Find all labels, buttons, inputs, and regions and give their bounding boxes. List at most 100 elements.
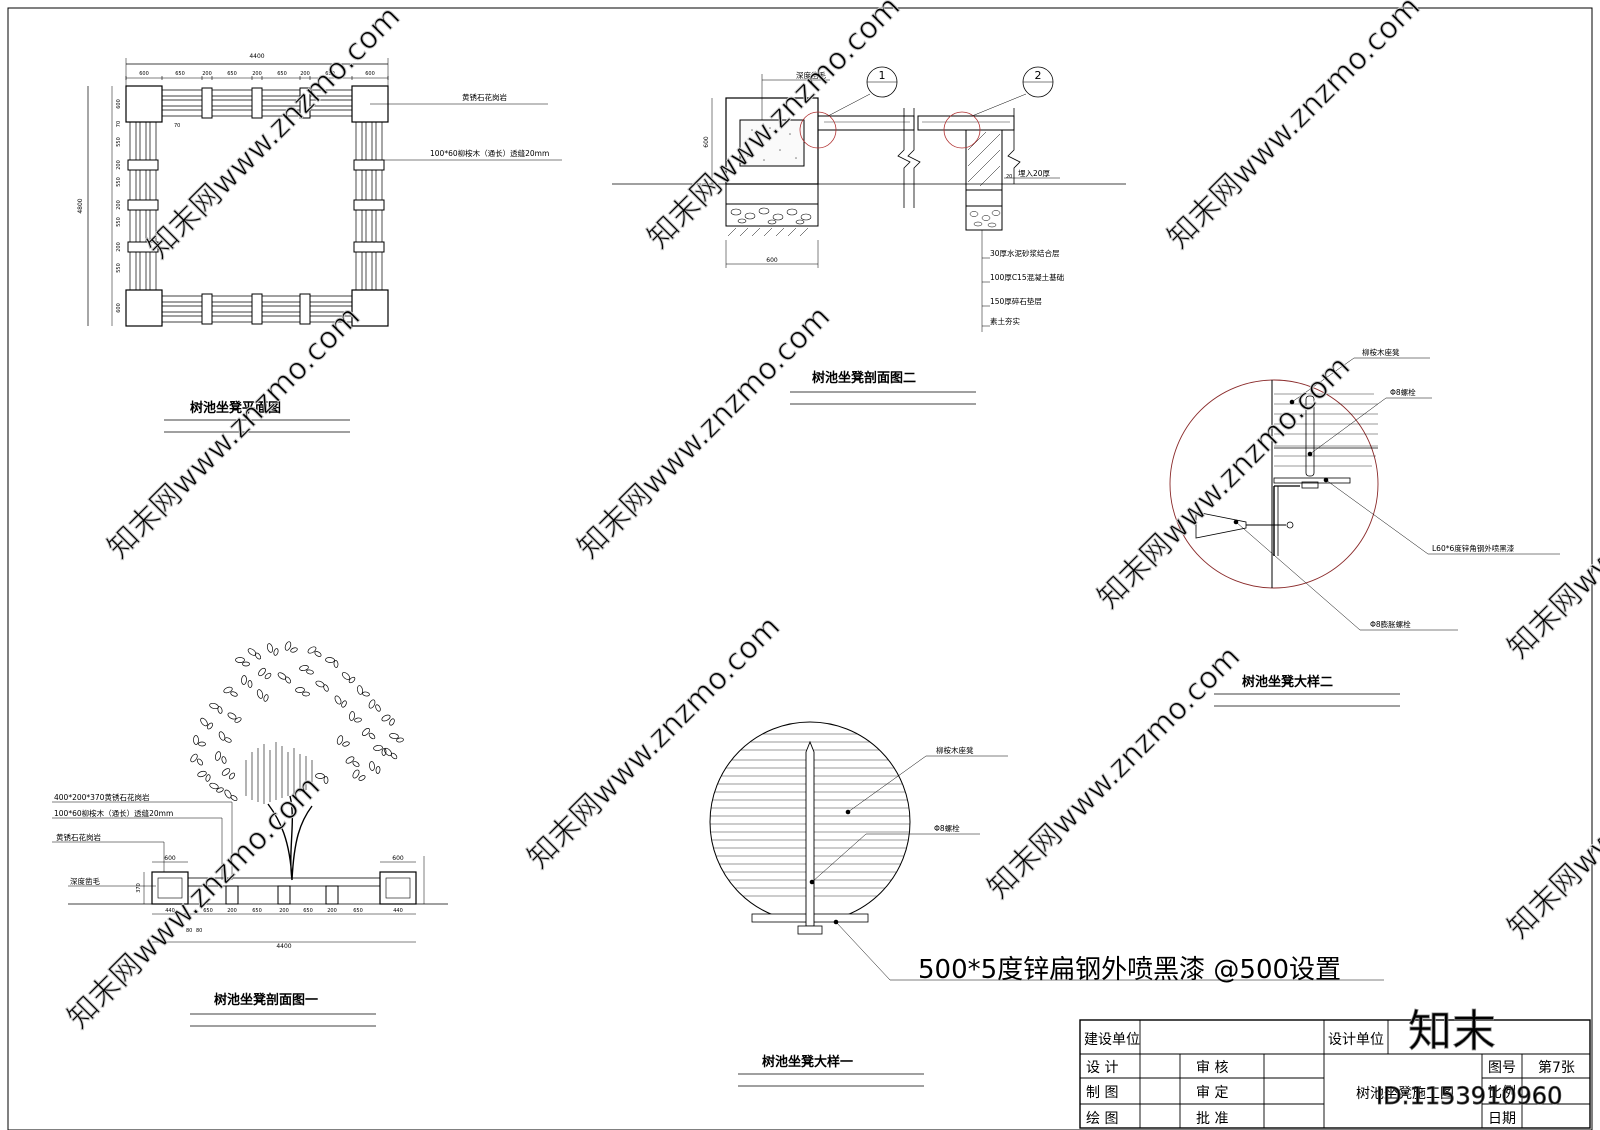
tree-leaf <box>352 761 360 767</box>
watermark-site: 知末网www.znzmo.com <box>141 0 407 266</box>
tree-leaf <box>227 712 237 720</box>
tree-symbol <box>190 641 404 881</box>
plan-left-dim: 200 <box>116 242 122 252</box>
tree-leaf <box>314 651 322 657</box>
tb-approve-check: 审 定 <box>1196 1085 1228 1101</box>
tree-leaf <box>197 758 203 766</box>
section1-label-finish: 深度凿毛 <box>70 876 100 886</box>
plan-top-dim: 600 <box>365 71 375 77</box>
section2-title: 树池坐凳剖面图二 <box>812 370 916 386</box>
section1-bottom-dim: 200 <box>227 908 237 914</box>
plan-top-dim: 200 <box>300 71 310 77</box>
tree-leaf <box>197 770 207 778</box>
tree-leaf <box>375 766 381 774</box>
plan-left-dim: 200 <box>116 200 122 210</box>
plan-top-dim: 650 <box>325 71 335 77</box>
plan-left-dim: 70 <box>116 121 122 127</box>
watermark-site: 知末网www.znzmo.com <box>1161 0 1427 256</box>
section1-dim-small-1: 80 <box>186 928 192 934</box>
tree-leaf <box>302 691 310 697</box>
tb-draft: 绘 图 <box>1086 1111 1118 1127</box>
tree-leaf <box>277 672 287 680</box>
plan-top-dim: 200 <box>202 71 212 77</box>
plan-corner-stone <box>125 289 163 327</box>
tree-leaf <box>315 773 325 779</box>
detail1-bolt <box>805 740 815 927</box>
detail2-label-expansion: Φ8膨胀螺栓 <box>1370 619 1411 629</box>
section1-bottom-dim: 650 <box>203 908 213 914</box>
title-block-text: 建设单位 设计单位 设 计 审 核 制 图 审 定 绘 图 批 准 树池坐凳施工… <box>1084 1032 1575 1127</box>
tree-leaf <box>348 676 356 684</box>
plan-top-dim: 650 <box>277 71 287 77</box>
tree-leaf <box>217 706 223 714</box>
plan-dim-total-h: 4800 <box>77 198 84 213</box>
tree-leaf <box>361 728 371 736</box>
logo-watermark: 知末 ID:1153910960 <box>1376 1006 1563 1111</box>
tree-leaf <box>200 717 208 727</box>
plan-supports <box>127 87 385 325</box>
tree-leaf <box>273 648 279 656</box>
tb-drawing-name: 树池坐凳施工图 <box>1356 1086 1454 1102</box>
watermark-id: ID:1153910960 <box>1376 1082 1562 1110</box>
tree-leaf <box>284 641 292 651</box>
section1-bottom-dim: 650 <box>303 908 313 914</box>
section2-layer-label: 100厚C15混凝土基础 <box>990 272 1064 282</box>
tb-design-unit: 设计单位 <box>1328 1032 1384 1048</box>
tree-leaf <box>381 714 391 722</box>
tree-leaf <box>264 672 272 680</box>
tree-leaf <box>345 756 355 764</box>
tree-leaf <box>221 756 227 764</box>
tree-leaf <box>198 741 206 747</box>
tree-leaf <box>247 648 257 656</box>
plan-top-dim: 650 <box>227 71 237 77</box>
tb-design: 设 计 <box>1086 1060 1118 1076</box>
section2-layer-label: 150厚碎石垫层 <box>990 296 1042 306</box>
plan-left-dim: 550 <box>116 137 122 147</box>
tree-leaf <box>357 685 363 695</box>
tree-leaf <box>234 717 242 723</box>
plan-dim-inner: 70 <box>174 123 180 129</box>
plan-left-dim: 200 <box>116 160 122 170</box>
tree-leaf <box>221 768 231 776</box>
tree-leaf <box>230 795 238 801</box>
detail2-view: 柳桉木座凳 Φ8螺栓 L60*6度锌角钢外喷黑漆 Φ8膨胀螺栓 树池坐凳大样二 <box>1169 347 1560 707</box>
tree-leaf <box>375 704 381 712</box>
section1-bottom-dim: 200 <box>279 908 289 914</box>
tree-leaf <box>247 680 253 688</box>
tree-leaf <box>285 676 291 684</box>
tb-drawing: 制 图 <box>1086 1085 1118 1101</box>
detail2-label-angle: L60*6度锌角钢外喷黑漆 <box>1432 543 1515 553</box>
section2-label-embed: 埋入20厚 <box>1018 168 1051 178</box>
tree-leaf <box>352 769 360 779</box>
tree-leaf <box>205 774 211 782</box>
tree-leaf <box>354 717 362 723</box>
plan-title: 树池坐凳平面图 <box>190 400 281 416</box>
tree-leaf <box>306 669 314 675</box>
tree-leaf <box>362 691 370 697</box>
plan-label-wood: 100*60柳桉木（通长）透缝20mm <box>430 148 549 158</box>
section1-label-granite: 黄锈石花岗岩 <box>56 832 101 842</box>
detail1-label-seat: 柳桉木座凳 <box>936 745 974 755</box>
plan-left-dim: 600 <box>116 99 122 109</box>
tree-leaf <box>315 680 325 688</box>
plan-corner-stone <box>125 85 163 123</box>
tree-leaf <box>258 667 266 677</box>
section1-dim-height: 370 <box>136 883 142 893</box>
watermark-site: 知末网www.znzmo.com <box>1501 679 1600 945</box>
tree-leaf <box>209 782 219 790</box>
plan-left-dim: 600 <box>116 303 122 313</box>
watermark-site: 知末网www.znzmo.com <box>101 299 367 565</box>
section2-dim-height: 600 <box>703 136 710 148</box>
tree-leaf <box>214 751 222 761</box>
tree-leaf <box>290 647 298 653</box>
tb-scale: 比例 <box>1488 1085 1516 1101</box>
section1-dim-total: 4400 <box>276 943 291 950</box>
detail2-circle <box>1169 379 1379 589</box>
tree-leaf <box>299 665 309 671</box>
tree-leaf <box>325 657 335 663</box>
